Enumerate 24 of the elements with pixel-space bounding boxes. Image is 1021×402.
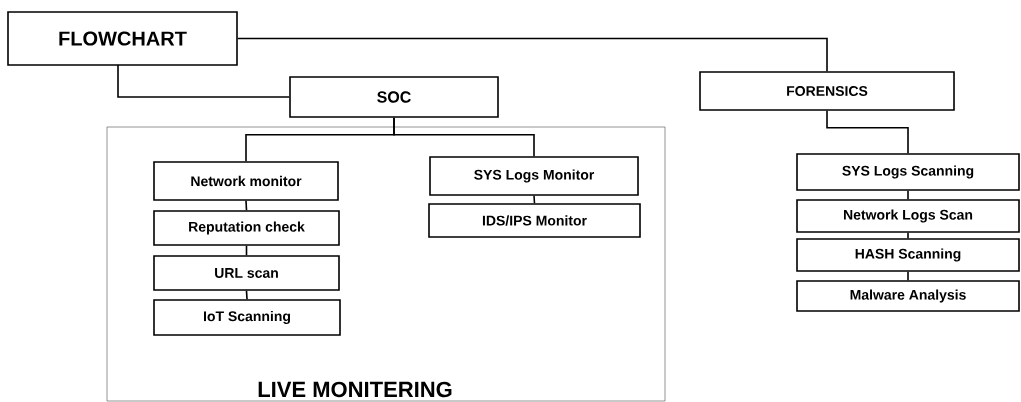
connector-line — [907, 232, 909, 239]
connector-line — [826, 110, 909, 154]
process-box: SYS Logs Scanning — [796, 153, 1020, 191]
process-box: IDS/IPS Monitor — [428, 203, 641, 238]
process-box: SYS Logs Monitor — [429, 156, 639, 196]
process-box: Malware Analysis — [796, 280, 1020, 312]
process-box: FLOWCHART — [7, 11, 238, 66]
connector-line — [237, 37, 828, 72]
process-box: URL scan — [153, 255, 340, 291]
process-box: Reputation check — [153, 210, 340, 246]
connector-line — [907, 190, 909, 200]
connector-line — [533, 195, 536, 204]
connector-line — [117, 64, 290, 98]
process-box: SOC — [289, 76, 499, 118]
connector-line — [907, 271, 909, 281]
connector-line — [245, 200, 248, 211]
process-box: Network Logs Scan — [796, 199, 1020, 233]
process-box: Network monitor — [153, 161, 339, 201]
connector-line — [393, 117, 535, 157]
connector-line — [245, 290, 248, 300]
process-box: IoT Scanning — [153, 299, 341, 336]
connector-line — [245, 245, 248, 256]
process-box: HASH Scanning — [796, 238, 1020, 272]
process-box: FORENSICS — [699, 71, 955, 111]
